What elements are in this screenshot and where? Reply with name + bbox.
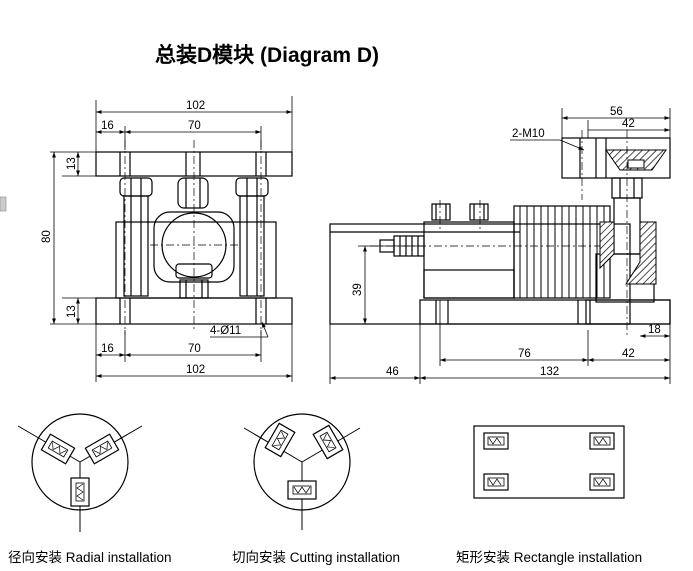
dim-top-plate-thickness: 13 <box>66 157 78 170</box>
dim-bottom-plate-thickness: 13 <box>66 305 78 318</box>
dim-height-39: 39 <box>352 283 364 296</box>
front-nut-right <box>235 177 269 197</box>
front-center-head <box>177 177 209 209</box>
dim-length-76: 76 <box>518 348 531 360</box>
cutting-installation <box>243 413 361 530</box>
side-base-plate <box>329 223 631 325</box>
dim-length-132: 132 <box>540 366 559 378</box>
dim-length-42-bottom: 42 <box>622 348 635 360</box>
side-bellows-ribs <box>519 206 605 298</box>
edge-mark <box>0 196 7 212</box>
dim-holes: 4-Ø11 <box>210 325 241 337</box>
diagram-title: 总装D模块 (Diagram D) <box>155 43 379 67</box>
side-hatched-sections <box>599 149 667 285</box>
dim-width-56: 56 <box>610 106 623 118</box>
radial-installation <box>17 413 143 532</box>
caption-rectangle: 矩形安装 Rectangle installation <box>456 550 642 565</box>
dim-width-bottom: 102 <box>186 364 205 376</box>
caption-radial: 径向安装 Radial installation <box>8 550 172 565</box>
dim-left-offset-top: 16 <box>101 120 114 132</box>
dim-left-offset-bottom: 16 <box>101 343 114 355</box>
caption-cutting: 切向安装 Cutting installation <box>232 550 400 565</box>
dim-thread: 2-M10 <box>512 128 545 140</box>
dim-width-42-top: 42 <box>622 118 635 130</box>
dim-bolt-span-bottom: 70 <box>188 343 201 355</box>
side-sensor-body <box>423 221 515 299</box>
dim-offset-46: 46 <box>386 366 399 378</box>
dim-total-height: 80 <box>41 230 53 243</box>
dim-bolt-span-top: 70 <box>188 120 201 132</box>
rectangle-installation <box>473 425 625 499</box>
dim-width-top: 102 <box>186 100 205 112</box>
dim-offset-18: 18 <box>648 324 661 336</box>
